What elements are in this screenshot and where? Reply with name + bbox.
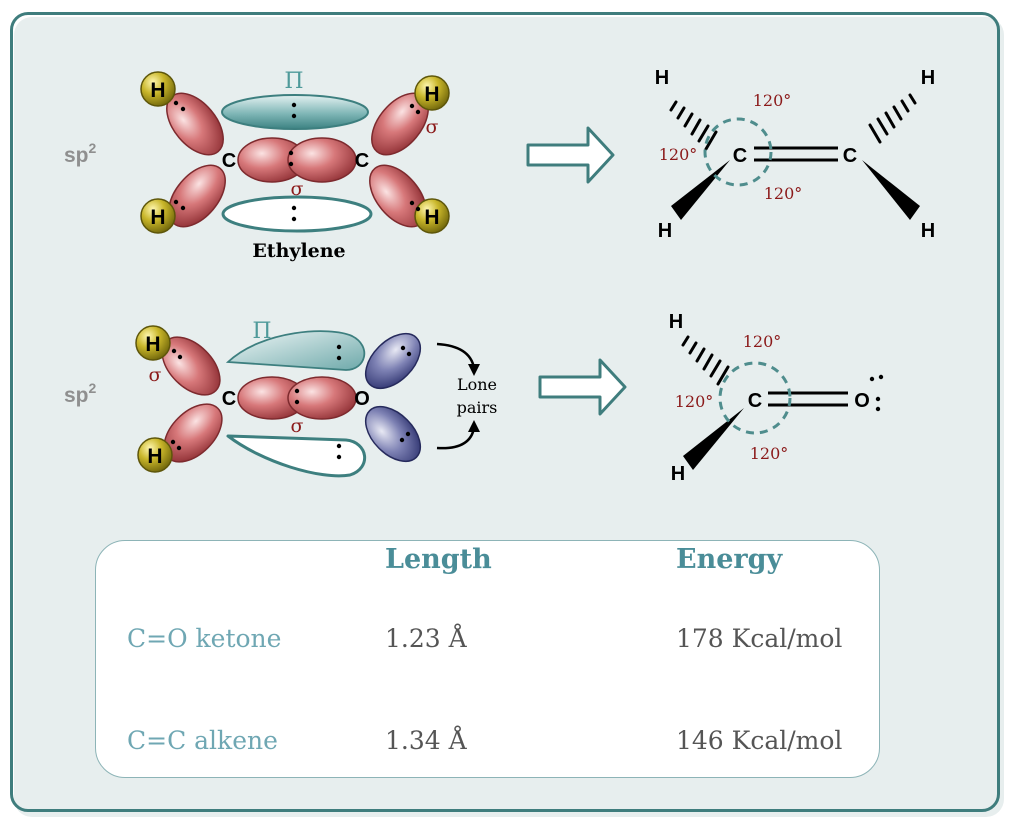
ethylene-orbital-diagram: sp2 H H H H C C Π σ σ (64, 69, 450, 262)
carbonyl-row-label: sp2 (64, 380, 97, 407)
carbon-label: C (355, 150, 369, 172)
hydrogen-atom (137, 437, 173, 473)
ethylene-structure: C C H H H H 120° 120° 120° (655, 67, 935, 242)
hydrogen-label: H (147, 445, 162, 468)
electron-dots (170, 344, 412, 460)
sigma-cc-lobe-right (287, 137, 357, 183)
electron-dots (173, 100, 421, 222)
pi-label: Π (252, 319, 271, 344)
pi-orbital-top (225, 330, 366, 371)
hydrogen-atom (135, 325, 171, 361)
molecule-name: Ethylene (252, 240, 345, 262)
hashed-wedge-bond (868, 93, 917, 144)
carbon-label: C (222, 150, 236, 172)
arrow-right-icon (538, 358, 627, 416)
hydrogen-atom (414, 75, 450, 111)
table-row-bond: C=O ketone (127, 624, 282, 653)
carbon-label: C (733, 145, 747, 167)
carbonyl-orbital-diagram: sp2 H H C O Π σ σ (64, 319, 498, 478)
bond-angle-label: 120° (675, 392, 714, 411)
hydrogen-label: H (150, 206, 165, 229)
hydrogen-label: H (669, 311, 683, 333)
sigma-label: σ (149, 364, 162, 386)
hydrogen-atom (140, 198, 176, 234)
hydrogen-label: H (150, 79, 165, 102)
hydrogen-label: H (921, 220, 935, 242)
pi-label: Π (284, 69, 303, 94)
trigonal-center-marker (703, 117, 773, 187)
bond-angle-label: 120° (659, 145, 698, 164)
hydrogen-label: H (658, 220, 672, 242)
hydrogen-label: H (921, 67, 935, 89)
hydrogen-label: H (655, 67, 669, 89)
bond-comparison-table (95, 540, 880, 778)
sigma-label: σ (291, 415, 304, 437)
pi-orbital-top (221, 94, 369, 130)
lone-pairs-label: pairs (457, 398, 498, 417)
arrowhead-icon (468, 420, 480, 432)
lone-pair-lobe-upper (364, 332, 422, 390)
solid-wedge-bond (671, 160, 730, 220)
hashed-wedge-bond (669, 100, 718, 151)
curved-arrow-icon (436, 427, 476, 450)
carbonyl-structure: C O H H 120° 120° 120° (669, 311, 884, 485)
arrowhead-icon (468, 364, 480, 376)
arrow-right-icon (526, 126, 615, 184)
bond-angle-label: 120° (750, 444, 789, 463)
table-row-length: 1.34 Å (385, 726, 467, 755)
carbon-label: C (843, 145, 857, 167)
oxygen-label: O (854, 390, 870, 412)
column-header-length: Length (385, 544, 492, 575)
sigma-label: σ (291, 178, 304, 200)
table-row-length: 1.23 Å (385, 624, 467, 653)
table-row-bond: C=C alkene (127, 726, 278, 755)
oxygen-lone-pair-dots (869, 374, 884, 412)
solid-wedge-bond (683, 408, 744, 470)
diagram-frame (10, 12, 1000, 812)
carbon-label: C (748, 390, 762, 412)
bond-angle-label: 120° (753, 91, 792, 110)
hashed-wedge-bond (681, 335, 730, 386)
sigma-label: σ (426, 116, 439, 138)
lone-pair-lobe-lower (364, 405, 422, 463)
bond-angle-label: 120° (764, 184, 803, 203)
oxygen-label: O (354, 388, 370, 410)
carbon-label: C (222, 388, 236, 410)
ethylene-row-label: sp2 (64, 140, 97, 167)
table-row-energy: 146 Kcal/mol (676, 726, 843, 755)
column-header-energy: Energy (676, 544, 783, 575)
hydrogen-label: H (145, 333, 160, 356)
hydrogen-atom (140, 71, 176, 107)
solid-wedge-bond (862, 160, 920, 220)
hydrogen-label: H (424, 83, 439, 106)
bond-angle-label: 120° (743, 332, 782, 351)
sigma-co-lobe-right (287, 376, 357, 420)
pi-orbital-bottom (221, 195, 373, 233)
hydrogen-label: H (424, 206, 439, 229)
hydrogen-label: H (671, 463, 685, 485)
lone-pairs-label: Lone (457, 375, 497, 394)
hydrogen-atom (414, 198, 450, 234)
pi-orbital-bottom (226, 434, 367, 478)
table-row-energy: 178 Kcal/mol (676, 624, 843, 653)
trigonal-center-marker (718, 361, 792, 435)
